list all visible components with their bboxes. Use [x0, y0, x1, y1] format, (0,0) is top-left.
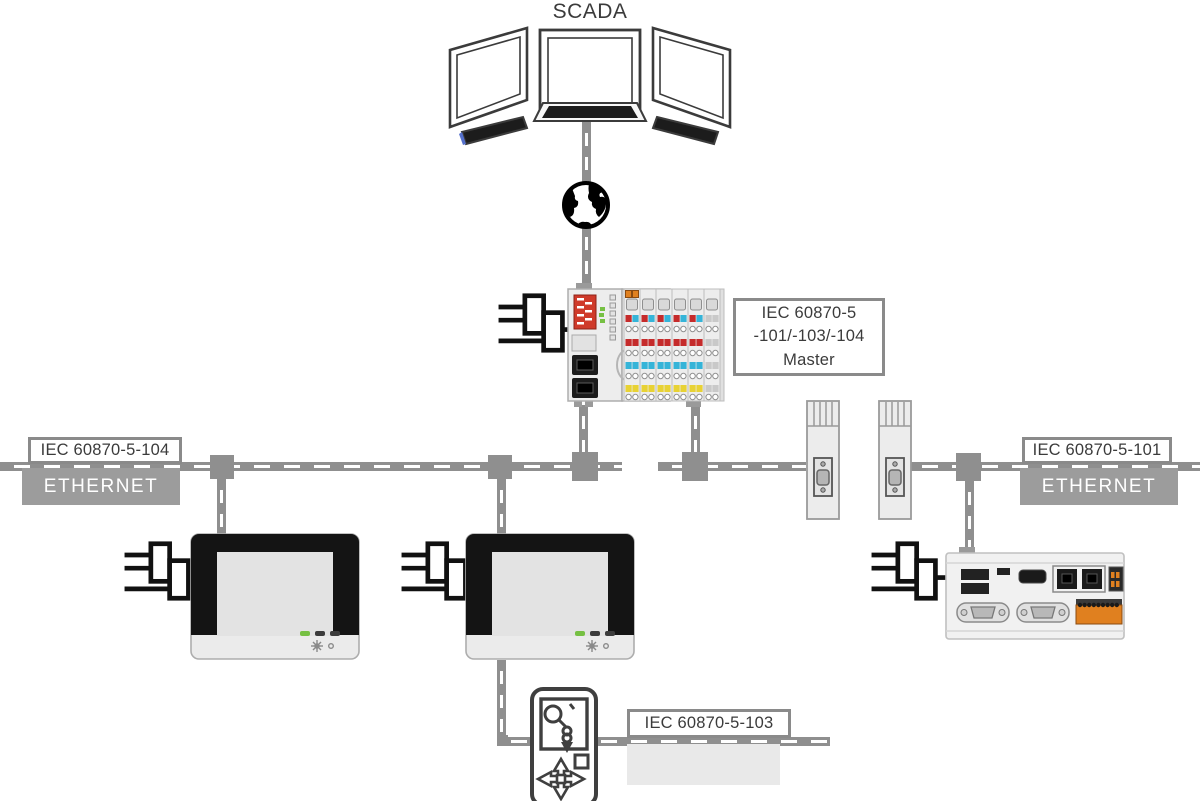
drop-master-left	[579, 405, 588, 455]
master-protocol-line2: -101/-103/-104	[753, 327, 865, 346]
plc-with-io-terminals-icon	[567, 283, 725, 407]
master-protocol-label: IEC 60870-5 -101/-103/-104 Master	[733, 298, 885, 376]
hmi-power-led	[300, 631, 310, 636]
nav-cross-icon	[535, 756, 587, 801]
touch-panel-icon	[465, 533, 635, 660]
drop-center-hmi	[497, 479, 506, 535]
serial-converter-icon	[878, 400, 912, 520]
touch-panel-icon	[190, 533, 360, 660]
terminal-strip	[1075, 599, 1123, 625]
usb-ports	[961, 568, 1010, 594]
left-protocol-label: IEC 60870-5-104	[28, 437, 182, 464]
master-protocol-line1: IEC 60870-5	[761, 304, 857, 323]
dsub-port	[813, 457, 833, 497]
left-ethernet-label: ETHERNET	[22, 468, 180, 505]
bus-serial-mid	[658, 462, 806, 471]
dip-switch-block	[573, 294, 597, 330]
scada-label: SCADA	[552, 0, 628, 23]
three-monitor-workstation-icon	[448, 26, 732, 146]
plug-connector-symbol-icon	[498, 293, 578, 353]
plug-connector-symbol-icon	[401, 541, 481, 601]
bus-iec103-bottom	[497, 737, 830, 746]
right-protocol-label: IEC 60870-5-101	[1022, 437, 1172, 464]
link-globe-master	[582, 226, 591, 284]
junction-left-hmi	[210, 455, 234, 479]
protection-relay-icon	[530, 687, 598, 801]
bus-ethernet-left	[0, 462, 622, 471]
hmi-power-led	[575, 631, 585, 636]
hdmi-port	[1018, 569, 1047, 584]
junction-center-hmi	[488, 455, 512, 479]
master-protocol-line3: Master	[783, 350, 835, 369]
drop-hmi-to-iec103	[497, 660, 506, 738]
drop-left-hmi	[217, 479, 226, 535]
plug-connector-symbol-icon	[871, 541, 951, 601]
status-leds	[599, 294, 616, 341]
keyboard-left	[460, 115, 529, 146]
drop-master-right	[691, 405, 700, 455]
brightness-icon	[311, 640, 323, 652]
junction-controller	[956, 453, 981, 481]
relay-key-square	[573, 753, 590, 770]
hmi-screen	[492, 552, 608, 636]
hmi-screen	[217, 552, 333, 636]
brightness-icon	[586, 640, 598, 652]
embedded-pc-icon	[945, 547, 1125, 640]
switch-symbol	[543, 703, 576, 744]
keyboard-right	[651, 115, 720, 146]
plug-connector-symbol-icon	[124, 541, 204, 601]
lan-ports	[1052, 565, 1106, 593]
iec103-shadow	[627, 744, 780, 785]
bus-ethernet-right	[908, 462, 1200, 471]
serial-ports	[956, 602, 1070, 623]
bottom-protocol-label: IEC 60870-5-103	[627, 709, 791, 738]
dsub-port	[885, 457, 905, 497]
corner-bottom-bus	[497, 735, 508, 746]
serial-converter-icon	[806, 400, 840, 520]
drop-controller	[965, 481, 974, 547]
junction-master-right	[682, 452, 708, 481]
ethernet-ports	[572, 355, 598, 398]
right-ethernet-label: ETHERNET	[1020, 468, 1178, 505]
power-connector	[1108, 566, 1124, 592]
globe-icon	[562, 181, 610, 229]
io-terminal-blocks	[623, 288, 721, 402]
junction-master-left	[572, 452, 598, 481]
link-scada-globe	[582, 122, 591, 182]
